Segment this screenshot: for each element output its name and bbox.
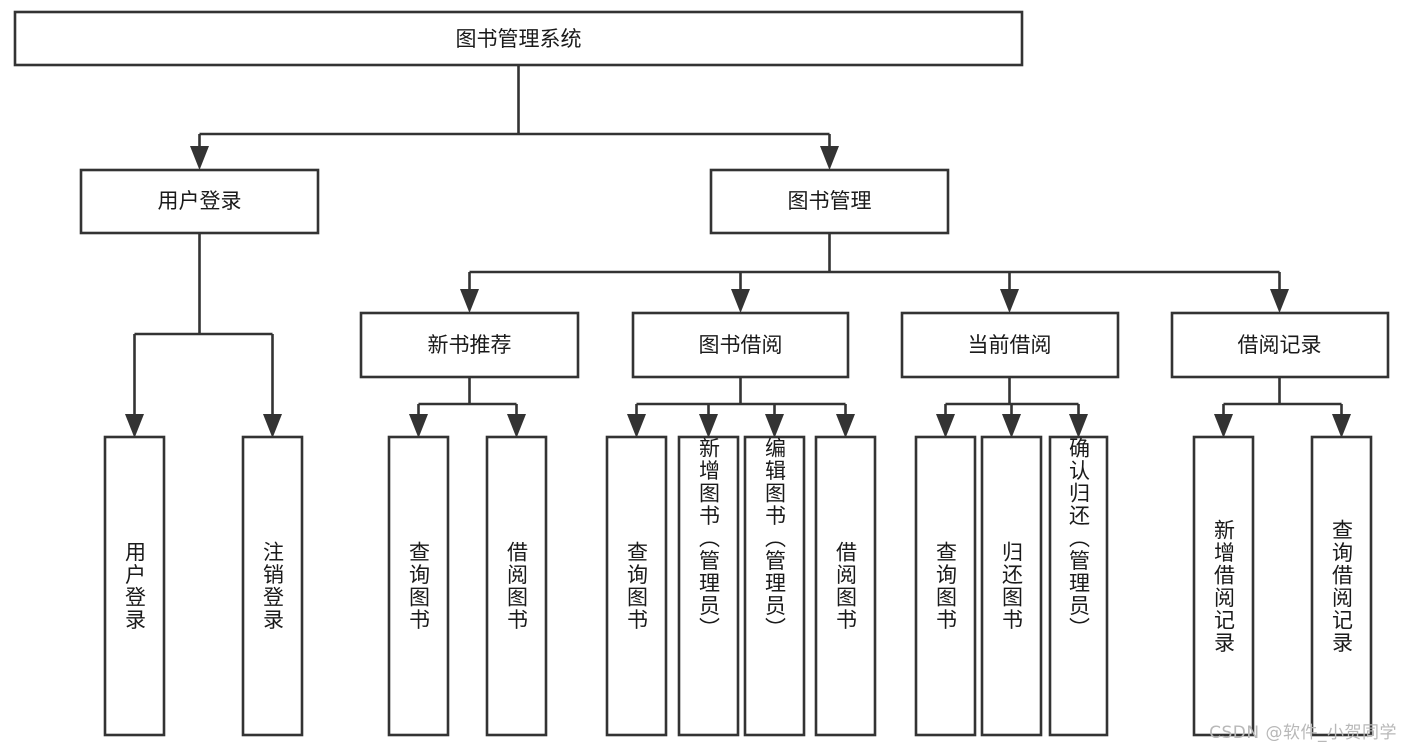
arrow-borrow-to-leaf1 bbox=[627, 414, 646, 438]
node-book-borrow-box[interactable] bbox=[631, 311, 850, 379]
node-user-login-label: 用户登录 bbox=[158, 189, 242, 213]
arrow-bookmgmt-to-newbook bbox=[460, 289, 479, 313]
node-user-login-box[interactable] bbox=[79, 168, 320, 235]
leaf-query-book-2-box[interactable] bbox=[605, 435, 668, 737]
node-current-borrow-label: 当前借阅 bbox=[968, 333, 1052, 357]
leaf-borrow-book-2-box[interactable] bbox=[814, 435, 877, 737]
node-new-book-recommend-box[interactable] bbox=[359, 311, 580, 379]
leaf-edit-book-box[interactable] bbox=[743, 435, 806, 737]
edge-group bbox=[125, 65, 1351, 438]
node-borrow-record-box[interactable] bbox=[1170, 311, 1390, 379]
leaf-query-record-box[interactable] bbox=[1310, 435, 1373, 737]
leaf-confirm-return-box[interactable] bbox=[1048, 435, 1109, 737]
arrow-newbook-to-leaf2 bbox=[507, 414, 526, 438]
arrow-userlogin-to-leaf2 bbox=[263, 414, 282, 438]
arrow-record-to-leaf2 bbox=[1332, 414, 1351, 438]
arrow-bookmgmt-to-borrow bbox=[731, 289, 750, 313]
node-borrow-record-label: 借阅记录 bbox=[1238, 333, 1322, 357]
node-current-borrow-box[interactable] bbox=[900, 311, 1120, 379]
arrow-borrow-to-leaf2 bbox=[699, 414, 718, 438]
csdn-watermark: CSDN @软件_小贺同学 bbox=[1209, 723, 1397, 743]
leaf-add-book-box[interactable] bbox=[677, 435, 740, 737]
node-group: 图书管理系统 用户登录 图书管理 新书推荐 图书借阅 当前借阅 借阅记录 bbox=[13, 10, 1390, 737]
leaf-logout-box[interactable] bbox=[241, 435, 304, 737]
arrow-bookmgmt-to-record bbox=[1270, 289, 1289, 313]
leaf-user-login-box[interactable] bbox=[103, 435, 166, 737]
leaf-borrow-book-1-box[interactable] bbox=[485, 435, 548, 737]
leaf-query-book-1-box[interactable] bbox=[387, 435, 450, 737]
arrow-bookmgmt-to-current bbox=[1000, 289, 1019, 313]
arrow-root-to-user-login bbox=[190, 146, 209, 170]
node-book-management-label: 图书管理 bbox=[788, 189, 872, 213]
arrow-root-to-book-mgmt bbox=[820, 146, 839, 170]
arrow-borrow-to-leaf4 bbox=[836, 414, 855, 438]
arrow-userlogin-to-leaf1 bbox=[125, 414, 144, 438]
node-root-label: 图书管理系统 bbox=[456, 27, 582, 51]
leaf-return-book-box[interactable] bbox=[980, 435, 1043, 737]
arrow-borrow-to-leaf3 bbox=[765, 414, 784, 438]
leaf-query-book-3-box[interactable] bbox=[914, 435, 977, 737]
arrow-newbook-to-leaf1 bbox=[409, 414, 428, 438]
node-book-borrow-label: 图书借阅 bbox=[699, 333, 783, 357]
node-root-box[interactable] bbox=[13, 10, 1024, 67]
leaf-add-record-box[interactable] bbox=[1192, 435, 1255, 737]
arrow-record-to-leaf1 bbox=[1214, 414, 1233, 438]
arrow-current-to-leaf3 bbox=[1069, 414, 1088, 438]
node-book-management-box[interactable] bbox=[709, 168, 950, 235]
node-new-book-recommend-label: 新书推荐 bbox=[428, 333, 512, 357]
arrow-current-to-leaf2 bbox=[1002, 414, 1021, 438]
arrow-current-to-leaf1 bbox=[936, 414, 955, 438]
